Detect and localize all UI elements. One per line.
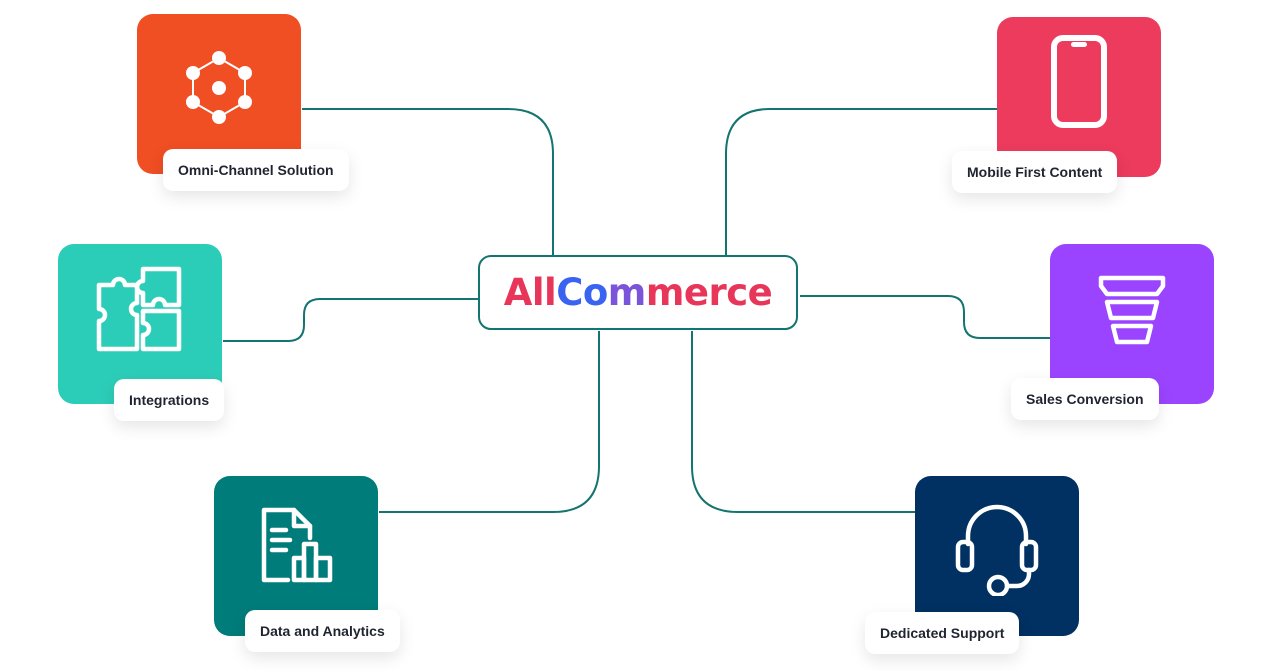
connector-dedicated-support [691, 331, 915, 513]
sales-conversion-label: Sales Conversion [1011, 378, 1159, 420]
sales-conversion-tile [1050, 244, 1214, 404]
connector-data-analytics [379, 331, 600, 513]
omni-channel-label: Omni-Channel Solution [163, 149, 349, 191]
connector-sales-conversion [800, 295, 1050, 339]
brand-part-all: All [503, 271, 557, 314]
allcommerce-hub: AllCommerce [478, 255, 798, 330]
integrations-label: Integrations [114, 379, 225, 421]
mobile-phone-icon [1051, 35, 1107, 128]
allcommerce-logo: AllCommerce [504, 271, 773, 314]
connector-omni-channel [302, 108, 554, 256]
network-nodes-icon [186, 51, 252, 124]
connector-mobile-first [725, 108, 997, 256]
omni-channel-tile [137, 14, 301, 174]
dedicated-support-label: Dedicated Support [865, 612, 1020, 654]
funnel-icon [1098, 275, 1166, 345]
brand-part-co: Co [556, 271, 608, 314]
data-analytics-tile [214, 476, 378, 636]
mobile-first-label: Mobile First Content [952, 151, 1118, 193]
integrations-tile [58, 244, 222, 404]
mobile-first-tile [997, 17, 1161, 177]
brand-part-m: m [607, 271, 647, 314]
dedicated-support-tile [915, 476, 1079, 636]
report-chart-icon [261, 507, 333, 583]
data-analytics-label: Data and Analytics [245, 610, 400, 652]
connector-integrations [223, 298, 479, 342]
brand-part-merce: merce [645, 271, 773, 314]
headset-icon [955, 504, 1039, 596]
puzzle-icon [96, 266, 182, 352]
